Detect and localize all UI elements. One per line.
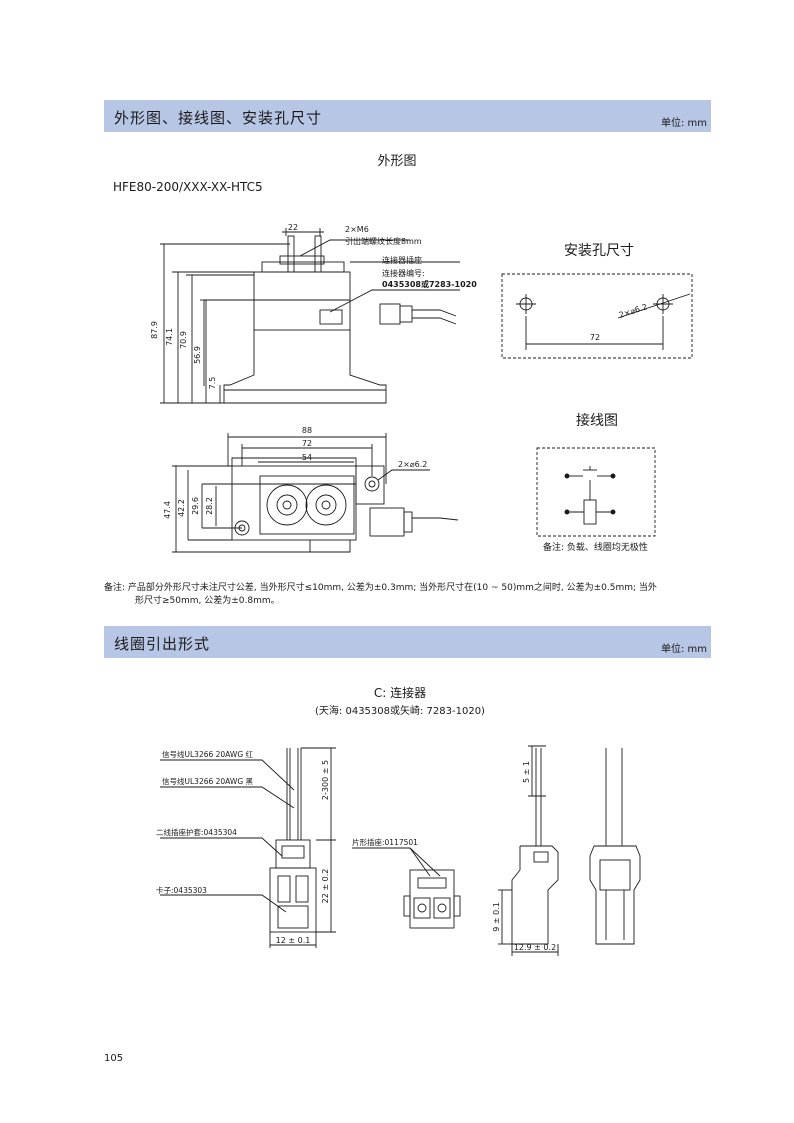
dim-9: 9 ± 0.1 [492, 902, 501, 932]
top-hole-label: 2×⌀6.2 [398, 460, 427, 469]
label-terminal: 片形插座:0117501 [352, 837, 418, 847]
section-title: 外形图、接线图、安装孔尺寸 [114, 109, 323, 127]
screw-label: 2×M6 [345, 225, 369, 234]
model-number: HFE80-200/XXX-XX-HTC5 [113, 180, 263, 194]
height-70-9: 70.9 [179, 331, 188, 349]
mounting-dim: 72 [590, 333, 600, 342]
height-56-9: 56.9 [193, 346, 202, 364]
label-housing: 二线插座护套:0435304 [156, 827, 237, 837]
height-87-9: 87.9 [150, 321, 159, 339]
connector-socket-label: 连接器插座 [382, 255, 422, 265]
dim-12-9: 12.9 ± 0.2 [514, 943, 556, 952]
height-42-2: 42.2 [177, 499, 186, 517]
dim-wire-length: 2-300 ± 5 [321, 760, 330, 800]
connector-number-label: 连接器编号: [382, 268, 425, 278]
tolerance-note-1: 备注: 产品部分外形尺寸未注尺寸公差, 当外形尺寸≤10mm, 公差为±0.3m… [104, 583, 657, 593]
label-clip: 卡子:0435303 [156, 885, 207, 895]
connector-number-value: 0435308或7283-1020 [382, 279, 477, 289]
height-47-4: 47.4 [163, 501, 172, 519]
connector-subtitle: (天海: 0435308或矢崎: 7283-1020) [315, 706, 485, 717]
dim-5: 5 ± 1 [522, 761, 531, 783]
page-number: 105 [104, 1053, 124, 1064]
unit-label-coil: 单位: mm [660, 644, 707, 655]
width-88: 88 [302, 426, 312, 435]
height-28-2: 28.2 [205, 497, 214, 515]
wiring-note: 备注: 负载、线圈均无极性 [543, 543, 648, 553]
section-header-outline: 外形图、接线图、安装孔尺寸 单位: mm [104, 100, 711, 132]
label-red-wire: 信号线UL3266 20AWG 红 [162, 749, 254, 759]
dim-height: 22 ± 0.2 [321, 869, 330, 904]
unit-label: 单位: mm [660, 118, 707, 129]
mounting-title: 安装孔尺寸 [564, 243, 634, 259]
wiring-title: 接线图 [576, 413, 618, 429]
screw-thread-label: 引出端螺纹长度8mm [345, 236, 422, 246]
label-black-wire: 信号线UL3266 20AWG 黑 [162, 776, 254, 786]
connector-title: C: 连接器 [373, 686, 427, 700]
dim-top: 22 [288, 223, 298, 232]
height-7-5: 7.5 [208, 377, 217, 390]
width-72: 72 [302, 439, 312, 448]
width-54: 54 [302, 453, 312, 462]
tolerance-note-2: 形尺寸≥50mm, 公差为±0.8mm。 [135, 596, 280, 606]
outline-title: 外形图 [377, 154, 417, 169]
height-29-6: 29.6 [191, 497, 200, 515]
height-74-1: 74.1 [165, 328, 174, 346]
dim-width: 12 ± 0.1 [276, 936, 311, 945]
section-header-coil: 线圈引出形式 单位: mm [104, 626, 711, 658]
section-title-coil: 线圈引出形式 [114, 635, 211, 653]
